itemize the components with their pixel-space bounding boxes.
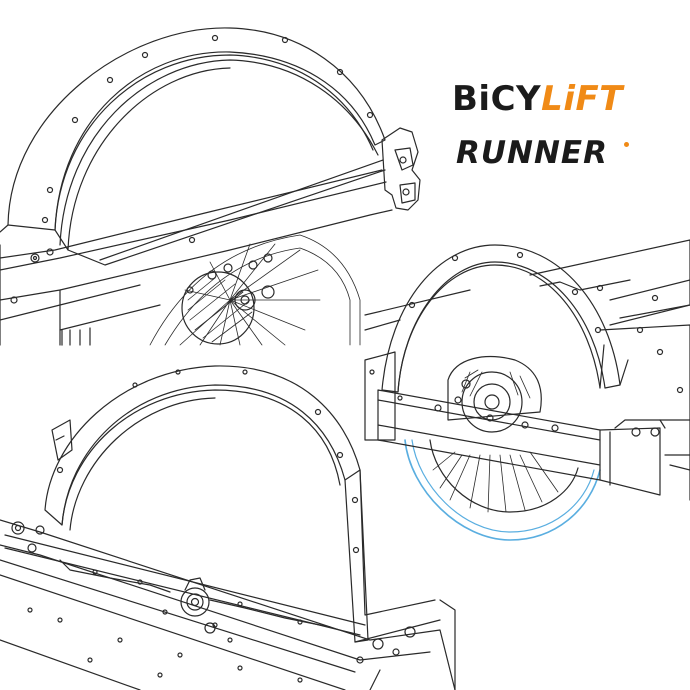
latch-bracket	[381, 127, 421, 211]
tire-outline	[404, 439, 601, 541]
brand-model: RUNNER	[456, 135, 608, 171]
axle-beam	[377, 389, 601, 466]
brand-accent-dot	[624, 142, 629, 147]
fender-side-view-top-left	[0, 27, 421, 346]
fender-arch	[7, 27, 386, 231]
brand-name-dark: BiCY	[452, 79, 542, 119]
pivot-bolt	[180, 587, 210, 617]
fender-shell	[381, 244, 621, 393]
platform-deck	[0, 519, 456, 690]
wheel-spokes	[149, 234, 361, 346]
hub-disc	[181, 271, 255, 345]
brand-logo: BiCYLiFT RUNNER	[452, 82, 632, 182]
fender-wheel-view-right	[364, 239, 690, 541]
frame-rail	[0, 209, 393, 301]
brand-name: BiCYLiFT	[452, 82, 623, 116]
fender-large-arch	[44, 365, 369, 643]
brand-name-accent: LiFT	[541, 79, 623, 119]
fender-front-view-bottom	[0, 365, 456, 690]
